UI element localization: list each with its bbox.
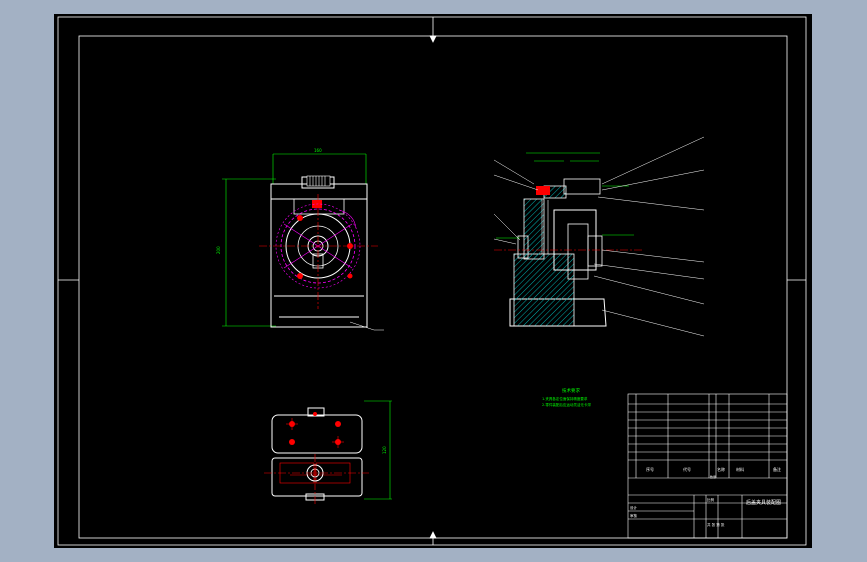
title-header-name: 名称 xyxy=(717,466,725,472)
outer-border xyxy=(57,16,807,546)
title-header-remark: 备注 xyxy=(773,466,781,472)
inner-border xyxy=(78,35,788,539)
top-view: 120 xyxy=(264,400,392,504)
dim-width-front: 160 xyxy=(314,148,322,153)
tech-req-line-2: 2.零件装配后应运动灵活无卡滞 xyxy=(542,402,591,407)
section-view xyxy=(493,136,705,337)
title-header-no: 序号 xyxy=(646,466,654,472)
drawing-title: 后盖夹具装配图 xyxy=(746,499,781,506)
title-scale: 比例 xyxy=(707,497,715,502)
title-checker: 审核 xyxy=(630,513,638,518)
assembly-drawing: 160 200 xyxy=(57,16,807,546)
title-block: 序号 代号 名称 数量 材料 备注 设计 审核 比例 共 张 第 张 后盖夹具装… xyxy=(627,393,788,539)
title-header-material: 材料 xyxy=(736,466,744,472)
cad-viewport[interactable]: 160 200 xyxy=(54,14,812,548)
technical-requirements: 技术要求 1.夹具各定位面保持精度要求 2.零件装配后应运动灵活无卡滞 xyxy=(542,387,591,407)
drawing-frame xyxy=(57,16,807,546)
title-designer: 设计 xyxy=(630,505,638,510)
title-sheet: 共 张 第 张 xyxy=(707,522,725,527)
title-header-code: 代号 xyxy=(683,466,691,472)
title-header-qty: 数量 xyxy=(710,474,716,479)
dim-depth-top: 120 xyxy=(382,446,387,454)
tech-req-line-1: 1.夹具各定位面保持精度要求 xyxy=(542,396,588,401)
dim-height-front: 200 xyxy=(216,246,221,254)
front-view: 160 200 xyxy=(216,148,384,331)
tech-req-heading: 技术要求 xyxy=(562,387,580,394)
